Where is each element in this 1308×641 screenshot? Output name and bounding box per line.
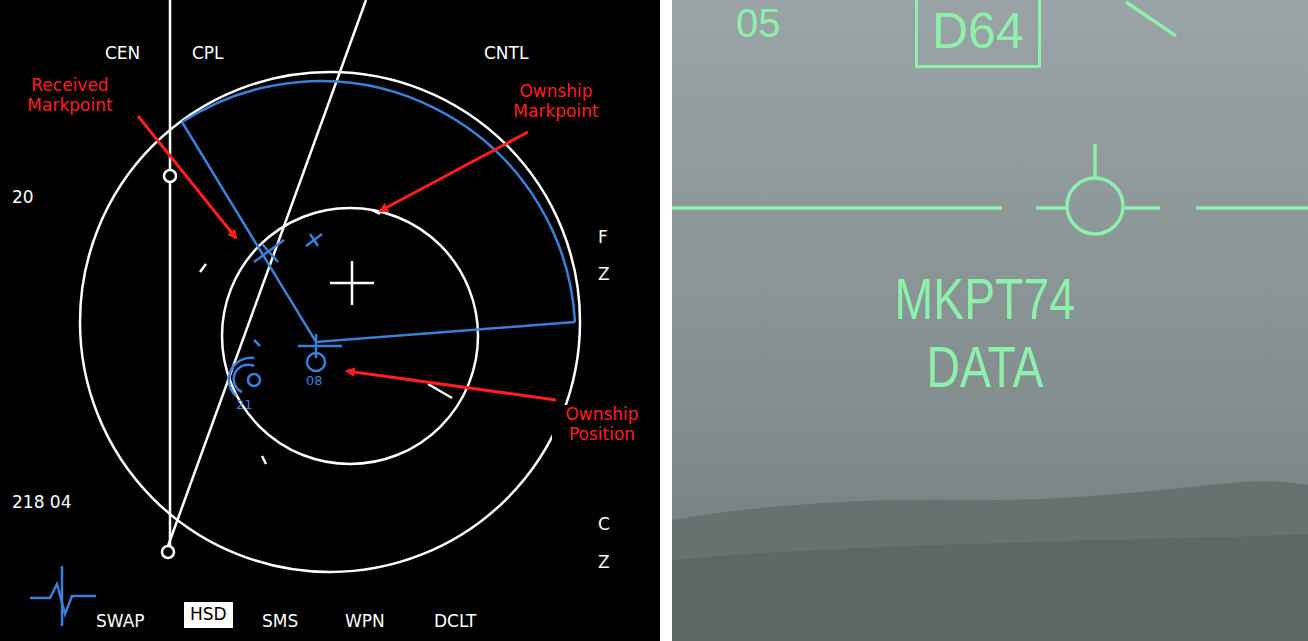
page-label: SMS (262, 612, 298, 632)
mode-label: CPL (192, 44, 224, 64)
callout-text: Ownship Position (552, 405, 652, 444)
range-label: 20 (12, 188, 34, 208)
symbol-number: 08 (306, 374, 323, 389)
option-label: Z (598, 265, 610, 285)
hud-view (672, 0, 1308, 641)
symbol-number: 21 (236, 398, 253, 413)
hud-message: MKPT74 (895, 266, 1076, 333)
hsd-symbols (30, 81, 575, 626)
page-label: DCLT (434, 612, 476, 632)
mode-label: CEN (105, 44, 140, 64)
callout-text: Ownship Markpoint (496, 82, 616, 121)
hill-silhouette (672, 481, 1308, 641)
button-text: D64 (932, 3, 1052, 61)
button-text: HSD (190, 605, 239, 625)
callout-arrows (138, 116, 556, 400)
mode-label: CNTL (484, 44, 528, 64)
hud-readout: 05 (736, 0, 781, 46)
hud-message: DATA (927, 334, 1044, 401)
option-label: F (598, 228, 608, 248)
ground (672, 534, 1308, 641)
callout-text: Received Markpoint (5, 76, 135, 115)
page-label: SWAP (96, 612, 145, 632)
page-label: WPN (345, 612, 385, 632)
option-label: C (598, 515, 610, 535)
hud-boxed-readout: D64 (915, 0, 1041, 68)
option-label: Z (598, 553, 610, 573)
bullseye-readout: 218 04 (12, 493, 71, 513)
selected-page-button: HSD (184, 602, 233, 628)
hsd-screen (0, 0, 660, 641)
